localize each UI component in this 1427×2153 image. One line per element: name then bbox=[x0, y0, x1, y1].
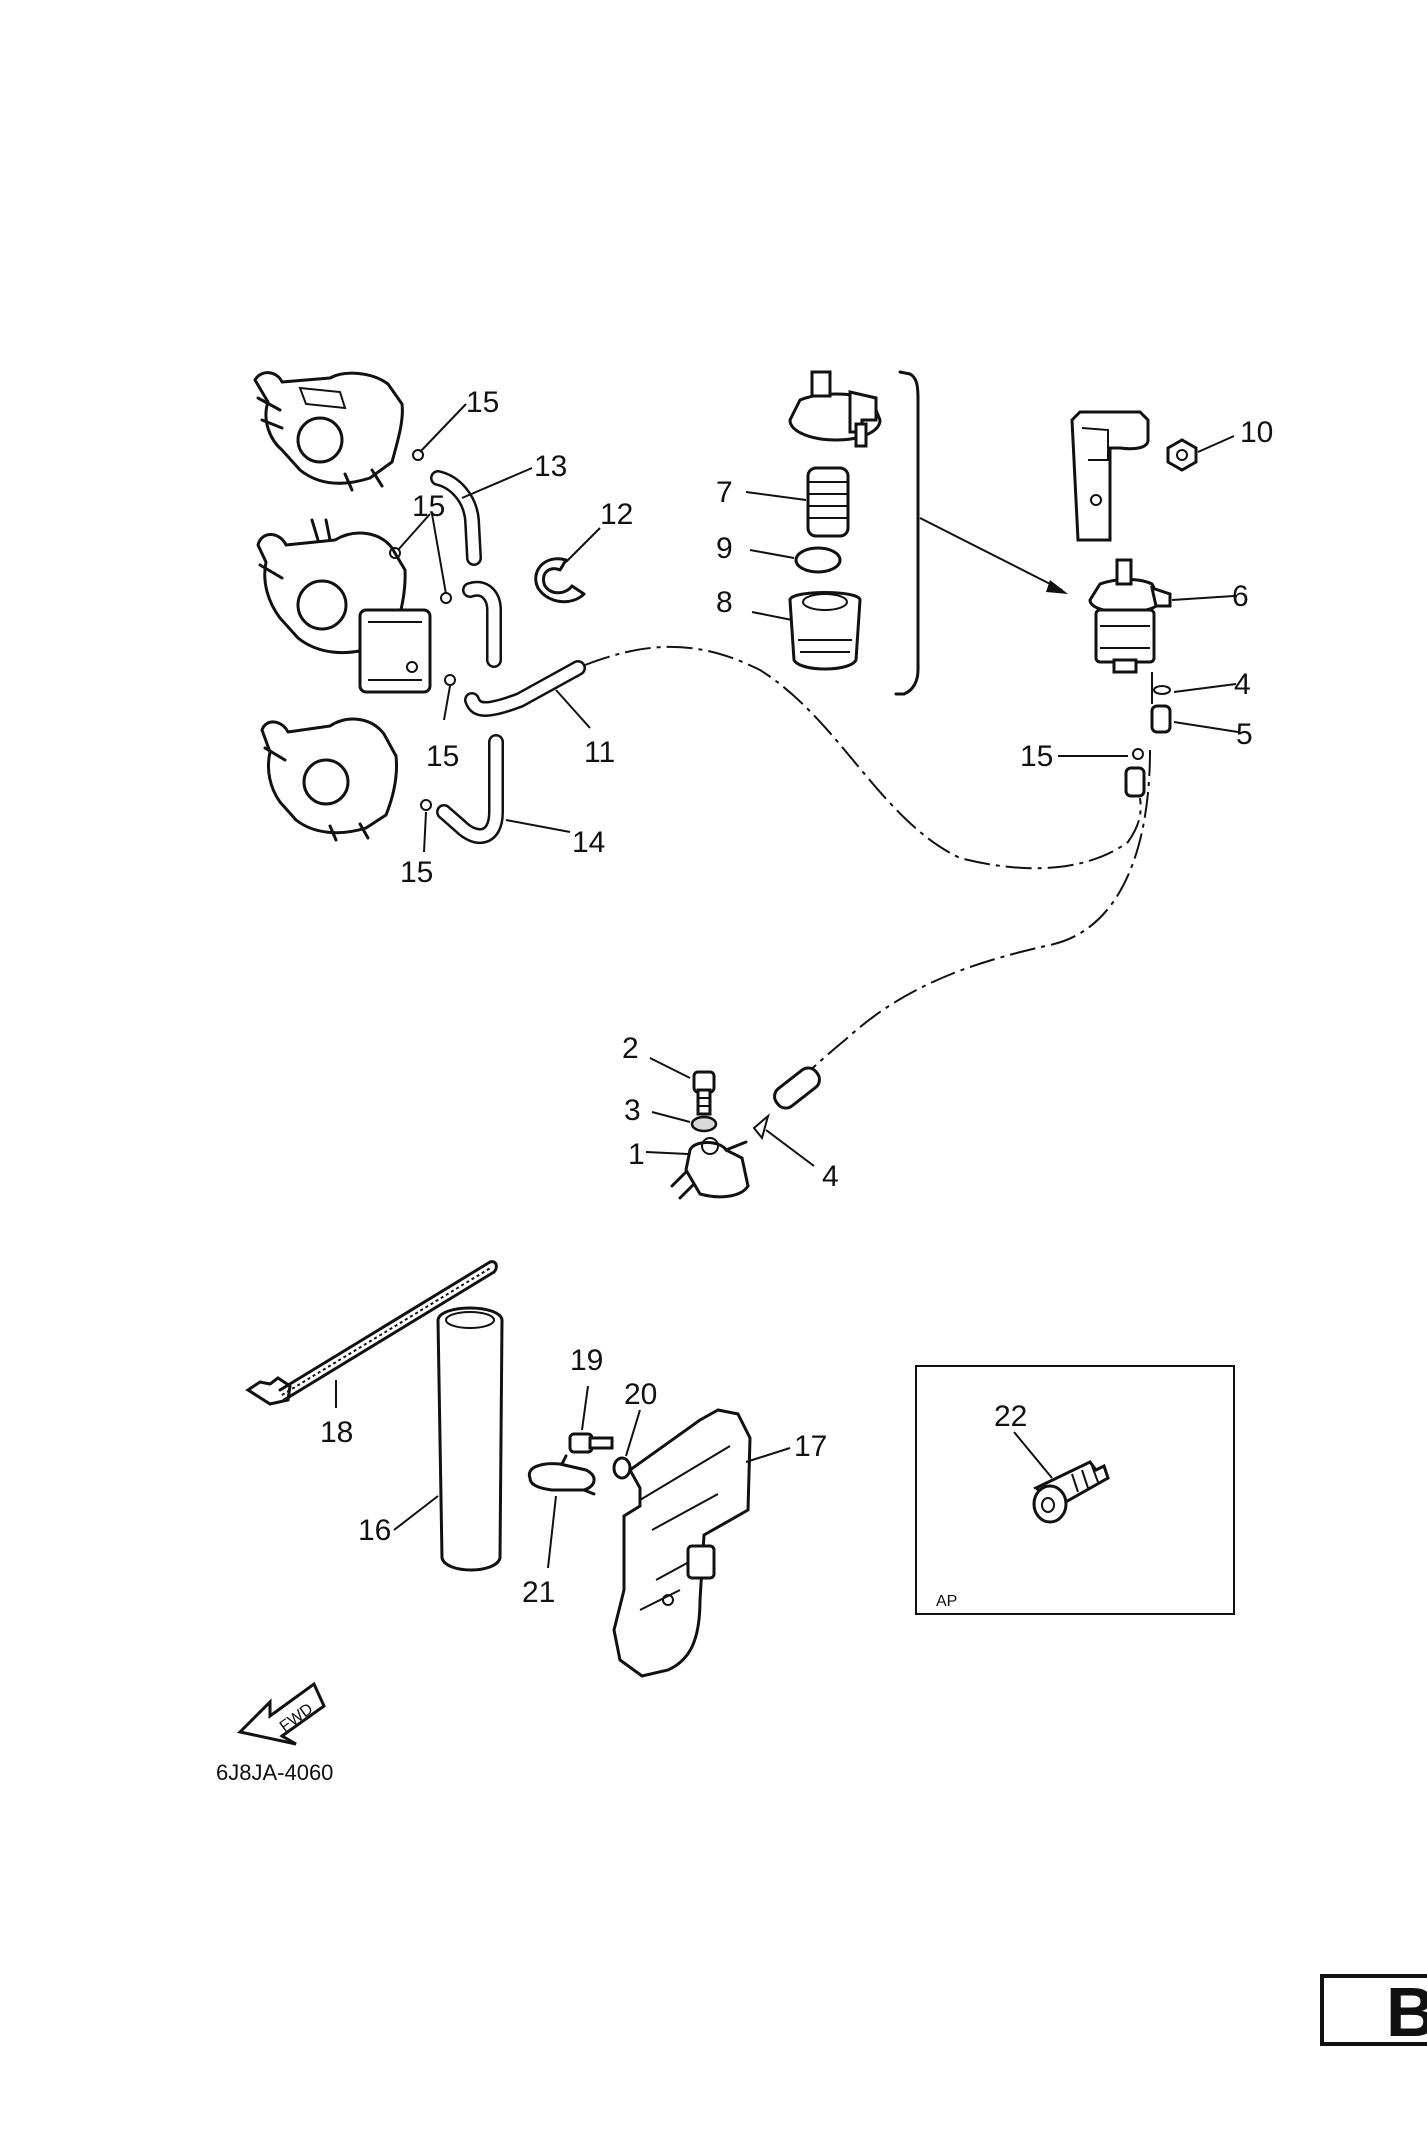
clip-15-group bbox=[389, 449, 1144, 811]
bolt-2 bbox=[692, 1070, 716, 1116]
exploded-group-bracket bbox=[894, 370, 920, 696]
callout-5: 5 bbox=[1236, 718, 1253, 751]
joint-5 bbox=[1150, 704, 1172, 734]
callout-22: 22 bbox=[994, 1400, 1027, 1433]
callout-1: 1 bbox=[628, 1138, 645, 1171]
page-tab-letter: B bbox=[1386, 1973, 1427, 2051]
carburetor-top bbox=[253, 371, 404, 492]
bracket-17 bbox=[612, 1408, 752, 1678]
o-ring-9 bbox=[794, 546, 842, 574]
inset-box bbox=[915, 1365, 1235, 1615]
cable-tie-18 bbox=[245, 1260, 498, 1406]
callout-6: 6 bbox=[1232, 580, 1249, 613]
inset-label: AP bbox=[936, 1593, 957, 1610]
page-tab-box bbox=[1320, 1974, 1427, 2046]
protective-cover-16 bbox=[436, 1306, 504, 1572]
assembly-arrow-head bbox=[1046, 580, 1068, 594]
fuel-line-lower bbox=[789, 749, 1151, 1091]
clip-4-lower bbox=[752, 1113, 770, 1141]
filter-element-7 bbox=[806, 466, 850, 538]
clip-4-upper bbox=[1153, 685, 1171, 695]
callout-13: 13 bbox=[534, 450, 567, 483]
assembly-arrow-line bbox=[919, 517, 1063, 591]
hose-14 bbox=[436, 734, 504, 844]
hose-13 bbox=[430, 470, 482, 566]
callout-10: 10 bbox=[1240, 416, 1273, 449]
fuel-filter-6 bbox=[1088, 558, 1172, 674]
hose-clip-12 bbox=[534, 557, 586, 604]
leader-lines bbox=[335, 403, 1239, 1569]
hose-upper-short bbox=[462, 580, 502, 668]
callout-14: 14 bbox=[572, 826, 605, 859]
clamp-21 bbox=[527, 1454, 596, 1496]
callout-3: 3 bbox=[624, 1094, 641, 1127]
callout-18: 18 bbox=[320, 1416, 353, 1449]
carburetor-bottom bbox=[260, 717, 398, 842]
callout-19: 19 bbox=[570, 1344, 603, 1377]
callout-4-lower: 4 bbox=[822, 1160, 839, 1193]
callout-15-middle: 15 bbox=[426, 740, 459, 773]
callout-labels: 1 2 3 4 4 5 6 7 8 9 10 11 12 13 14 15 15… bbox=[320, 386, 1273, 1609]
filter-cup-8 bbox=[788, 591, 862, 671]
callout-4-upper: 4 bbox=[1234, 668, 1251, 701]
callout-9: 9 bbox=[716, 532, 733, 565]
callout-11: 11 bbox=[584, 736, 615, 769]
callout-8: 8 bbox=[716, 586, 733, 619]
carburetor-middle bbox=[256, 518, 432, 694]
washer-3 bbox=[690, 1115, 718, 1133]
callout-15-right: 15 bbox=[1020, 740, 1053, 773]
bolt-19 bbox=[568, 1432, 614, 1454]
joint-lower bbox=[1124, 766, 1146, 798]
callout-15-bottom: 15 bbox=[400, 856, 433, 889]
callout-7: 7 bbox=[716, 476, 733, 509]
callout-12: 12 bbox=[600, 498, 633, 531]
hose-joint-pipe bbox=[773, 1066, 821, 1110]
callout-16: 16 bbox=[358, 1514, 391, 1547]
hose-11 bbox=[464, 660, 586, 717]
callout-15-second: 15 bbox=[412, 490, 445, 523]
callout-17: 17 bbox=[794, 1430, 827, 1463]
screw-22 bbox=[1032, 1460, 1110, 1524]
washer-20 bbox=[612, 1456, 632, 1480]
callout-21: 21 bbox=[522, 1576, 555, 1609]
fuel-line-upper bbox=[584, 645, 1142, 870]
fuel-filter-cap bbox=[788, 370, 882, 448]
nut-10 bbox=[1166, 438, 1198, 472]
filter-bracket bbox=[1070, 410, 1150, 542]
forward-arrow bbox=[236, 1681, 326, 1746]
callout-15-top: 15 bbox=[466, 386, 499, 419]
figure-code: 6J8JA-4060 bbox=[216, 1760, 333, 1785]
callout-2: 2 bbox=[622, 1032, 639, 1065]
fuel-joint-1 bbox=[670, 1137, 750, 1200]
callout-20: 20 bbox=[624, 1378, 657, 1411]
